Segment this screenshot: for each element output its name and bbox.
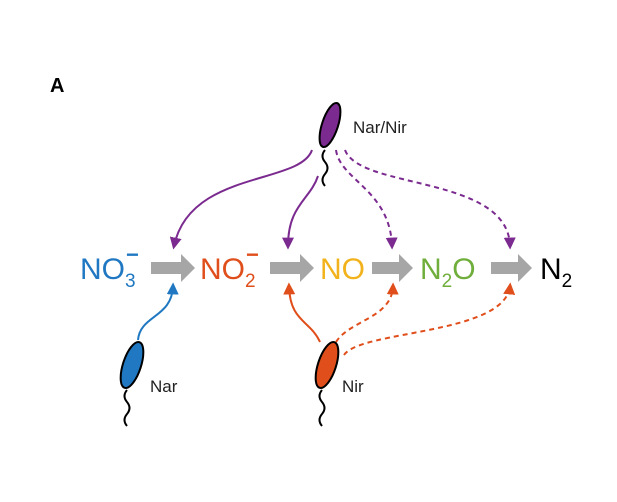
- organism-nar: Nar: [119, 341, 178, 427]
- species-nitrite: NO2: [200, 253, 256, 292]
- organism-nar-nir: Nar/Nir: [318, 101, 407, 187]
- nar-nir-arrows: [169, 149, 516, 250]
- step-arrow-2: [270, 254, 314, 282]
- step-arrow-1: [151, 254, 195, 282]
- flagellum: [318, 389, 326, 427]
- flagellum: [321, 149, 329, 187]
- organism-label-nar: Nar: [150, 377, 178, 396]
- panel-label: A: [50, 75, 64, 97]
- arrow-nir-to-n2o-step: [343, 282, 516, 356]
- species-nitrate: NO3: [80, 253, 136, 292]
- arrow-nar-nir-to-n2o-step: [344, 149, 516, 250]
- arrow-nar-nir-to-nitrite-step: [282, 175, 319, 250]
- arrow-nar-to-nitrate-step: [137, 282, 179, 341]
- arrow-nir-to-no-step: [335, 282, 399, 343]
- organism-label-nir: Nir: [342, 377, 364, 396]
- organism-nir: Nir: [314, 341, 364, 427]
- step-arrow-4: [491, 254, 532, 282]
- arrow-nar-nir-to-no-step: [335, 149, 398, 250]
- species-n2: N2: [540, 253, 572, 292]
- step-arrow-3: [372, 254, 413, 282]
- species-no: NO: [320, 253, 365, 286]
- flagellum: [123, 389, 131, 427]
- bacterium-icon: [314, 341, 340, 389]
- bacterium-icon: [119, 341, 145, 389]
- species-nitrite-charge: −: [246, 242, 259, 267]
- organism-label-nar-nir: Nar/Nir: [353, 118, 407, 137]
- species-n2o: N2O: [420, 253, 476, 292]
- bacterium-icon: [318, 101, 342, 149]
- arrow-nar-nir-to-nitrate-step: [169, 149, 313, 250]
- species-nitrate-charge: −: [126, 242, 139, 267]
- step-arrows: [151, 254, 532, 282]
- arrow-nir-to-nitrite-step: [283, 282, 321, 343]
- nir-arrows: [283, 282, 516, 356]
